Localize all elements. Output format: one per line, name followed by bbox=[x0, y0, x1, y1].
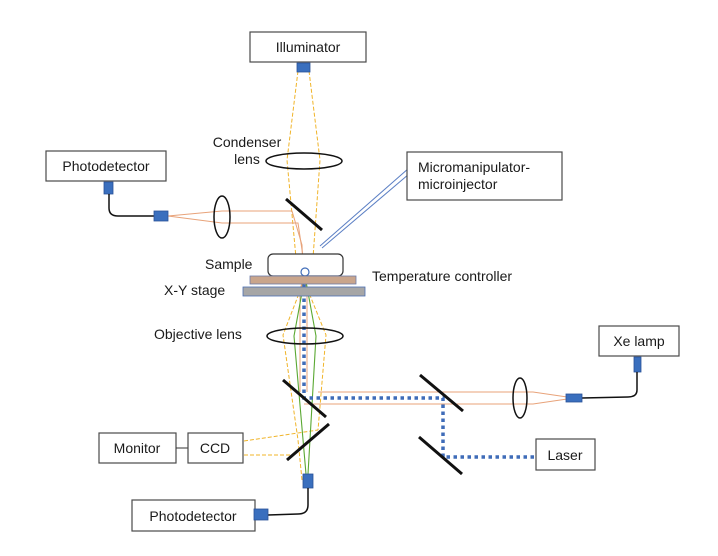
photodetector-bottom-cable bbox=[267, 488, 309, 516]
xy-stage-label: X-Y stage bbox=[164, 282, 225, 298]
illuminator-connector-icon bbox=[296, 62, 311, 73]
monitor-label: Monitor bbox=[114, 440, 161, 456]
illuminator-box bbox=[249, 31, 367, 63]
laser-label: Laser bbox=[547, 447, 582, 463]
xy-stage-plate bbox=[242, 286, 366, 297]
illumination-beam-to-ccd-1 bbox=[243, 429, 319, 442]
condenser-lens-label-line2: lens bbox=[234, 151, 260, 167]
sample-label: Sample bbox=[205, 256, 253, 272]
xe-lamp-label: Xe lamp bbox=[613, 333, 665, 349]
lower-dichroic-mirror bbox=[282, 378, 327, 419]
ccd-label: CCD bbox=[200, 440, 230, 456]
xe-beam-lower bbox=[304, 397, 575, 405]
photodetector-top-cable bbox=[108, 194, 154, 217]
illumination-beam-left-upper bbox=[286, 70, 299, 259]
xe-lamp-connector-icon bbox=[633, 356, 642, 373]
monitor-ccd: Monitor CCD bbox=[98, 432, 244, 464]
photodetector-bottom-label: Photodetector bbox=[149, 508, 237, 524]
photodetector-top-lens bbox=[213, 195, 231, 239]
illumination-beam-right-lower bbox=[304, 282, 327, 431]
condenser-lens bbox=[265, 152, 343, 170]
temperature-controller-label: Temperature controller bbox=[372, 268, 512, 284]
photodetector-bottom-box bbox=[131, 499, 256, 532]
micromanipulator-box bbox=[406, 151, 563, 201]
xe-lamp: Xe lamp bbox=[512, 325, 680, 419]
photodetector-top-fiber-connector-icon bbox=[153, 210, 169, 222]
photodetector-top: Photodetector bbox=[45, 150, 231, 239]
xe-beam-upper bbox=[318, 391, 575, 399]
photodetector-beam-lower bbox=[167, 215, 306, 271]
laser: Laser bbox=[535, 438, 596, 471]
photodetector-top-box bbox=[45, 150, 167, 182]
xe-lamp-cable bbox=[581, 372, 638, 399]
photodetector-top-connector-icon bbox=[103, 181, 114, 195]
laser-box bbox=[535, 438, 596, 471]
excitation-beam bbox=[167, 210, 575, 405]
xe-lamp-lens bbox=[512, 377, 528, 419]
temperature-controller-plate bbox=[249, 275, 357, 285]
photodetector-bottom-fiber-connector-icon bbox=[302, 473, 314, 489]
illuminator: Illuminator bbox=[249, 31, 367, 73]
photodetector-bottom-connector-icon bbox=[253, 508, 269, 521]
photodetector-top-label: Photodetector bbox=[62, 158, 150, 174]
monitor-box bbox=[98, 432, 177, 464]
micromanipulator-label-line2: microinjector bbox=[418, 176, 498, 192]
micromanipulator-microinjector: Micromanipulator- microinjector bbox=[406, 151, 563, 201]
laser-mirror bbox=[418, 435, 463, 476]
illumination-beam-right-upper bbox=[308, 70, 321, 259]
sample-dish bbox=[267, 253, 344, 277]
objective-lens bbox=[266, 327, 344, 345]
condenser-lens-label-line1: Condenser bbox=[213, 134, 282, 150]
objective-lens-label: Objective lens bbox=[154, 326, 242, 342]
micromanipulator-pipette bbox=[319, 167, 410, 249]
illuminator-label: Illuminator bbox=[276, 39, 341, 55]
micromanipulator-label-line1: Micromanipulator- bbox=[418, 159, 530, 175]
laser-beam-path bbox=[302, 284, 534, 459]
laser-dichroic-mirror bbox=[419, 373, 464, 413]
upper-mirror bbox=[285, 197, 323, 232]
photodetector-bottom: Photodetector bbox=[131, 473, 314, 532]
ccd-box bbox=[187, 432, 244, 464]
xe-lamp-box bbox=[598, 325, 680, 357]
xe-lamp-fiber-connector-icon bbox=[565, 393, 583, 403]
ccd-mirror bbox=[286, 422, 330, 462]
